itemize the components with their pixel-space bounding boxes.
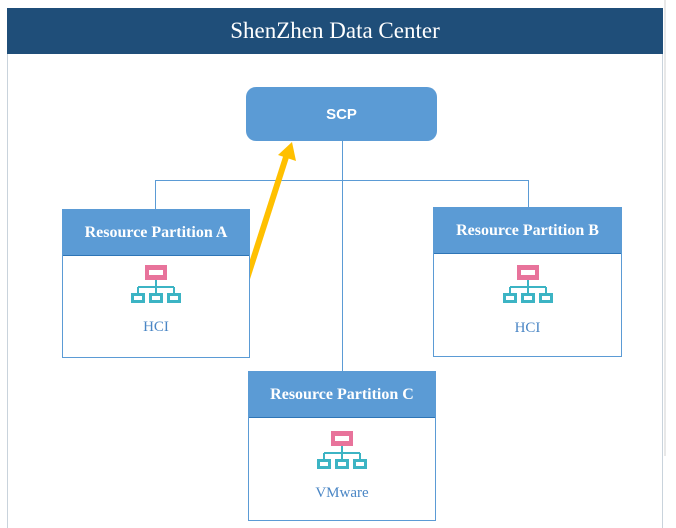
network-hierarchy-icon bbox=[502, 265, 553, 303]
resource-partition-a: Resource Partition A HCI bbox=[62, 209, 250, 358]
partition-a-platform: HCI bbox=[143, 319, 169, 335]
partition-a-title: Resource Partition A bbox=[63, 210, 249, 256]
page-edge bbox=[664, 0, 666, 456]
network-hierarchy-icon bbox=[317, 431, 367, 469]
partition-b-title: Resource Partition B bbox=[434, 208, 621, 254]
resource-partition-b: Resource Partition B HCI bbox=[433, 207, 622, 357]
partition-b-platform: HCI bbox=[514, 320, 541, 336]
partition-c-title: Resource Partition C bbox=[249, 372, 435, 418]
arrow-up-right-icon bbox=[241, 142, 296, 289]
page-title-text: ShenZhen Data Center bbox=[230, 18, 440, 43]
partition-c-platform: VMware bbox=[315, 485, 369, 501]
scp-label: SCP bbox=[326, 105, 357, 123]
scp-node: SCP bbox=[246, 87, 437, 141]
page-title: ShenZhen Data Center bbox=[7, 8, 663, 54]
network-hierarchy-icon bbox=[131, 265, 181, 303]
resource-partition-c: Resource Partition C VMware bbox=[248, 371, 436, 521]
